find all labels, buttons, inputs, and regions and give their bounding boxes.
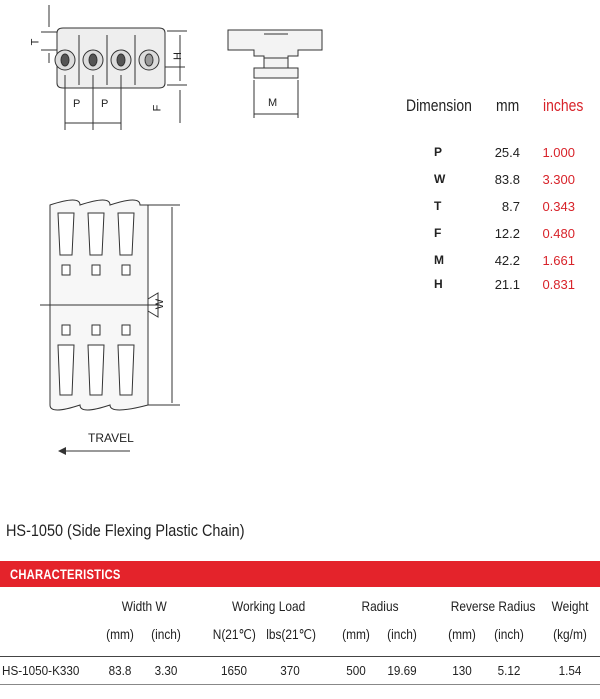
dimension-mm: 21.1 <box>494 277 520 292</box>
cell-reverse-inch: 5.12 <box>497 663 521 678</box>
unit-weight: (kg/m) <box>553 626 587 642</box>
cell-width-mm: 83.8 <box>108 663 132 678</box>
dimension-label: T <box>434 199 442 213</box>
cell-model: HS-1050-K330 <box>2 663 80 678</box>
dimension-row: T 8.7 0.343 <box>400 199 600 221</box>
dimension-label: P <box>434 145 443 159</box>
cell-width-inch: 3.30 <box>154 663 178 678</box>
unit-load-lbs: lbs(21℃) <box>266 626 316 642</box>
header-width: Width W <box>121 598 167 614</box>
header-working-load: Working Load <box>232 598 306 614</box>
dimension-inches: 0.831 <box>542 277 575 292</box>
travel-arrow <box>58 447 130 455</box>
unit-width-mm: (mm) <box>106 626 134 642</box>
mm-header: mm <box>496 96 520 115</box>
dimension-mm: 12.2 <box>494 226 520 241</box>
dimension-label: M <box>434 253 444 267</box>
label-m: M <box>268 97 278 109</box>
dimension-row: W 83.8 3.300 <box>400 172 600 194</box>
unit-reverse-inch: (inch) <box>494 626 524 642</box>
cell-load-lbs: 370 <box>280 663 300 678</box>
product-title: HS-1050 (Side Flexing Plastic Chain) <box>6 521 245 540</box>
dimension-mm: 25.4 <box>494 145 520 160</box>
table-bottom-line <box>0 684 600 685</box>
travel-label: TRAVEL <box>88 431 134 445</box>
header-reverse-radius: Reverse Radius <box>450 598 536 614</box>
dimension-inches: 0.343 <box>542 199 575 214</box>
header-radius: Radius <box>361 598 399 614</box>
cell-radius-mm: 500 <box>346 663 366 678</box>
table-divider <box>0 656 600 657</box>
dimension-mm: 83.8 <box>494 172 520 187</box>
label-w: W <box>154 298 167 310</box>
unit-load-n: N(21℃) <box>212 626 256 642</box>
dimension-header: Dimension <box>406 96 472 115</box>
dimension-inches: 1.000 <box>542 145 575 160</box>
cell-reverse-mm: 130 <box>452 663 472 678</box>
top-view-drawing <box>40 199 180 411</box>
label-f: F <box>151 104 164 112</box>
unit-radius-mm: (mm) <box>342 626 370 642</box>
label-p-2: P <box>101 98 109 110</box>
characteristics-heading: CHARACTERISTICS <box>10 566 121 582</box>
cell-radius-inch: 19.69 <box>387 663 417 678</box>
dimension-row: M 42.2 1.661 <box>400 253 600 275</box>
label-t: T <box>29 38 42 46</box>
dimension-row: F 12.2 0.480 <box>400 226 600 248</box>
dimension-label: H <box>434 277 443 291</box>
cell-weight: 1.54 <box>558 663 582 678</box>
dimension-inches: 0.480 <box>542 226 575 241</box>
label-h: H <box>171 52 184 60</box>
dimension-inches: 3.300 <box>542 172 575 187</box>
unit-reverse-mm: (mm) <box>448 626 476 642</box>
dimension-mm: 8.7 <box>501 199 520 214</box>
dimension-label: W <box>434 172 446 186</box>
dimension-label: F <box>434 226 442 240</box>
label-p-1: P <box>73 98 81 110</box>
dimension-inches: 1.661 <box>542 253 575 268</box>
side-view-drawing <box>41 5 187 130</box>
characteristics-bar: CHARACTERISTICS <box>0 561 600 587</box>
dimension-row: H 21.1 0.831 <box>400 277 600 299</box>
inches-header: inches <box>543 96 584 115</box>
header-weight: Weight <box>551 598 589 614</box>
cell-load-n: 1650 <box>220 663 248 678</box>
dimension-mm: 42.2 <box>494 253 520 268</box>
unit-radius-inch: (inch) <box>387 626 417 642</box>
unit-width-inch: (inch) <box>151 626 181 642</box>
dimension-row: P 25.4 1.000 <box>400 145 600 167</box>
end-view-drawing <box>227 29 323 118</box>
